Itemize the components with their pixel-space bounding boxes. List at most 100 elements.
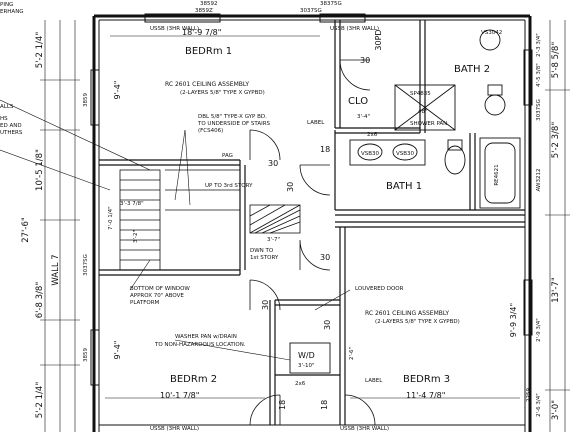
bed3-side-dim: 9'-9 3/4" (509, 303, 518, 337)
dim-4-5-3-8: 4'-5 3/8" (536, 63, 542, 87)
num-30pd: 30PD (374, 29, 383, 50)
interior-walls (99, 20, 525, 425)
bedrm2-width: 10'-1 7/8" (160, 391, 199, 400)
dbl-note-3: (FCS406) (198, 128, 223, 134)
shower-pan: SHOWER PAN (410, 121, 447, 127)
shower-size: 48" (418, 109, 428, 115)
dim-2-3-3-4: 2'-3 3/4" (536, 33, 542, 57)
outer-walls (92, 14, 532, 432)
num-18-b: 18 (278, 400, 287, 410)
bath2-label: BATH 2 (454, 64, 490, 75)
pag-label: PAG (222, 153, 233, 159)
vsb30-a: VSB30 (361, 151, 380, 157)
wd-label: W/D (298, 351, 315, 360)
dwn-note-1: DWN TO (250, 248, 274, 254)
num-3-2: 3'-2" (133, 230, 139, 243)
num-30-b: 30 (268, 159, 278, 168)
num-30-d: 30 (320, 253, 330, 262)
left-fragment-4: HS (0, 116, 8, 122)
top-num-left: 38592 (200, 1, 218, 7)
left-fragment-1: PING (0, 2, 13, 8)
window-3859-b: 3859 (83, 348, 89, 362)
left-dim-mid: 10'-5 1/8" (35, 149, 45, 191)
aw3212: AW3212 (536, 169, 542, 192)
top-window-left: 3859Z (195, 8, 213, 14)
top-window-right: 3037SG (300, 8, 322, 14)
doors (249, 59, 376, 426)
bedrm3-label: BEDRm 3 (403, 374, 450, 385)
label-2: LABEL (365, 378, 383, 384)
ceiling1-title: RC 2601 CEILING ASSEMBLY (165, 81, 249, 88)
left-fragment-6: UTHERS (0, 130, 23, 136)
bedrm1-label: BEDRm 1 (185, 46, 232, 57)
wall-rating-top-right: USSB (3HR WALL) (330, 26, 379, 32)
bedrm1-width: 18'-9 7/8" (182, 28, 221, 37)
num-3-3: 3'-3 7/8" (120, 201, 144, 207)
bedrm3-width: 11'-4 7/8" (406, 391, 445, 400)
right-dim-top: 5'-8 5/8" (551, 42, 561, 79)
num-30-e: 30 (261, 300, 270, 310)
window-note-1: BOTTOM OF WINDOW (130, 286, 190, 292)
dim-2-9-3-4: 2'-9 3/4" (536, 318, 542, 342)
wall-7-label: WALL 7 (51, 254, 61, 285)
fixtures (289, 29, 521, 374)
bedrm2-label: BEDRm 2 (170, 374, 217, 385)
ceiling2-title: RC 2601 CEILING ASSEMBLY (365, 310, 449, 317)
left-dim-bottom: 5'-2 1/4" (35, 382, 45, 419)
dim-2259: 2259 (526, 388, 532, 402)
dbl-note-1: DBL 5/8" TYPE-X GYP BD. (198, 114, 267, 120)
num-30-a: 30 (360, 56, 370, 65)
num-2x6-b: 2x6 (295, 381, 306, 387)
wd-dim: 3'-10" (298, 363, 315, 369)
re4621: RE4621 (494, 164, 500, 185)
vs3042: VS3042 (481, 30, 502, 36)
right-dim-bottom: 3'-0" (551, 400, 561, 420)
label-1: LABEL (307, 120, 325, 126)
dim-2-6-3-4: 2'-6 3/4" (536, 393, 542, 417)
louvered-note: LOUVERED DOOR (355, 286, 404, 292)
window-note-3: PLATFORM (130, 300, 160, 306)
right-dim-mid1: 5'-2 3/8" (551, 122, 561, 159)
num-30-c: 30 (286, 182, 295, 192)
bath1-label: BATH 1 (386, 181, 422, 192)
clo-label: CLO (348, 96, 368, 107)
dbl-note-2: TO UNDERSIDE OF STAIRS (197, 121, 271, 127)
ceiling2-sub: (2-LAYERS 5/8" TYPE X GYPBD) (375, 319, 460, 325)
leaders (0, 99, 351, 361)
stairs (119, 169, 301, 271)
num-18-c: 18 (320, 400, 329, 410)
left-dim-top: 5'-2 1/4" (35, 32, 45, 69)
bed2-side-dim: 9'-4" (113, 341, 122, 360)
ceiling1-sub: (2-LAYERS 5/8" TYPE X GYPBD) (180, 90, 265, 96)
left-fragment-2: ERHANG (0, 9, 24, 15)
stair-dim: 3'-7" (267, 237, 280, 243)
left-fragment-3: ALLS (0, 104, 14, 110)
washer-note-1: WASHER PAN w/DRAIN (175, 334, 237, 340)
left-dim-low: 6'-8 3/8" (35, 282, 45, 319)
num-2x6-a: 2x6 (367, 132, 378, 138)
num-30-f: 30 (323, 320, 332, 330)
dimension-lines (40, 20, 570, 432)
vsb30-b: VSB30 (396, 151, 415, 157)
dwn-note-2: 1st STORY (250, 255, 279, 261)
left-fragment-5: ED AND (0, 123, 22, 129)
wall-rating-bot-right: USSB (3HR WALL) (340, 426, 389, 432)
window-3859-a: 3859 (83, 93, 89, 107)
num-18-a: 18 (320, 145, 330, 154)
sp4835: SP4835 (410, 91, 431, 97)
window-note-2: APPROX 70" ABOVE (130, 293, 184, 299)
bed1-side-dim: 9'-4" (113, 81, 122, 100)
overall-left-dim: 27'-6" (21, 217, 31, 243)
washer-note-2: TO NON-HAZARDOUS LOCATION. (154, 342, 246, 348)
num-3-4: 3'-4" (357, 114, 370, 120)
wall-rating-bot-left: USSB (3HR WALL) (150, 426, 199, 432)
num-7-0: 7'-0 1/4" (108, 206, 114, 230)
window-3037-left: 3037SG (83, 254, 89, 276)
up-stairs-note: UP TO 3rd STORY (205, 183, 253, 189)
right-dim-mid2: 13'-7" (551, 277, 561, 303)
top-num-right: 38375G (320, 1, 342, 7)
num-2-6: 2'-6" (349, 347, 355, 360)
wall-rating-top-left: USSB (3HR WALL) (150, 26, 199, 32)
right-window-3037: 3037SG (536, 99, 542, 121)
